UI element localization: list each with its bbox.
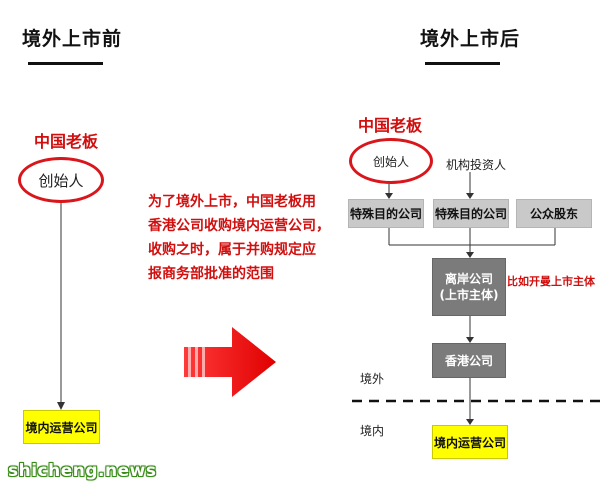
note-line-2: 香港公司收购境内运营公司，: [148, 218, 330, 234]
before-founder-oval: 创始人: [18, 157, 104, 203]
before-heading-underline: [28, 62, 103, 65]
after-heading: 境外上市后: [420, 28, 521, 50]
hk-company-text: 香港公司: [444, 353, 493, 368]
hk-company-box: 香港公司: [432, 343, 506, 378]
transaction-note: 为了境外上市，中国老板用 香港公司收购境内运营公司， 收购之时，属于并购规定应 …: [148, 190, 333, 286]
domestic-label: 境内: [360, 424, 385, 438]
offshore-annotation: 比如开曼上市主体: [507, 275, 595, 288]
spv-box-2: 特殊目的公司: [433, 199, 509, 228]
before-founder-text: 创始人: [38, 171, 84, 190]
spv-box-2-text: 特殊目的公司: [434, 207, 507, 221]
note-line-4: 报商务部批准的范围: [148, 266, 274, 282]
offshore-company-box: 离岸公司 (上市主体): [432, 258, 506, 316]
after-operating-company-text: 境内运营公司: [433, 435, 506, 450]
public-shareholders-box: 公众股东: [516, 199, 592, 228]
after-founder-text: 创始人: [372, 154, 409, 169]
institutional-investor-label: 机构投资人: [446, 158, 507, 172]
before-operating-company-text: 境内运营公司: [25, 420, 98, 435]
watermark: shicheng.news: [8, 461, 157, 481]
big-red-arrow-icon: [184, 327, 276, 397]
before-heading: 境外上市前: [22, 28, 123, 50]
spv-box-1-text: 特殊目的公司: [349, 207, 422, 221]
spv-box-1: 特殊目的公司: [348, 199, 424, 228]
note-line-3: 收购之时，属于并购规定应: [148, 242, 316, 258]
offshore-company-line2: (上市主体): [439, 288, 499, 302]
before-boss-label: 中国老板: [34, 132, 99, 151]
after-operating-company-box: 境内运营公司: [432, 425, 508, 459]
after-founder-oval: 创始人: [349, 138, 433, 184]
offshore-company-line1: 离岸公司: [444, 272, 493, 286]
before-operating-company-box: 境内运营公司: [23, 410, 100, 444]
overseas-label: 境外: [360, 372, 385, 386]
note-line-1: 为了境外上市，中国老板用: [148, 194, 316, 210]
after-heading-underline: [425, 62, 500, 65]
after-boss-label: 中国老板: [358, 116, 423, 135]
public-shareholders-text: 公众股东: [529, 207, 578, 221]
